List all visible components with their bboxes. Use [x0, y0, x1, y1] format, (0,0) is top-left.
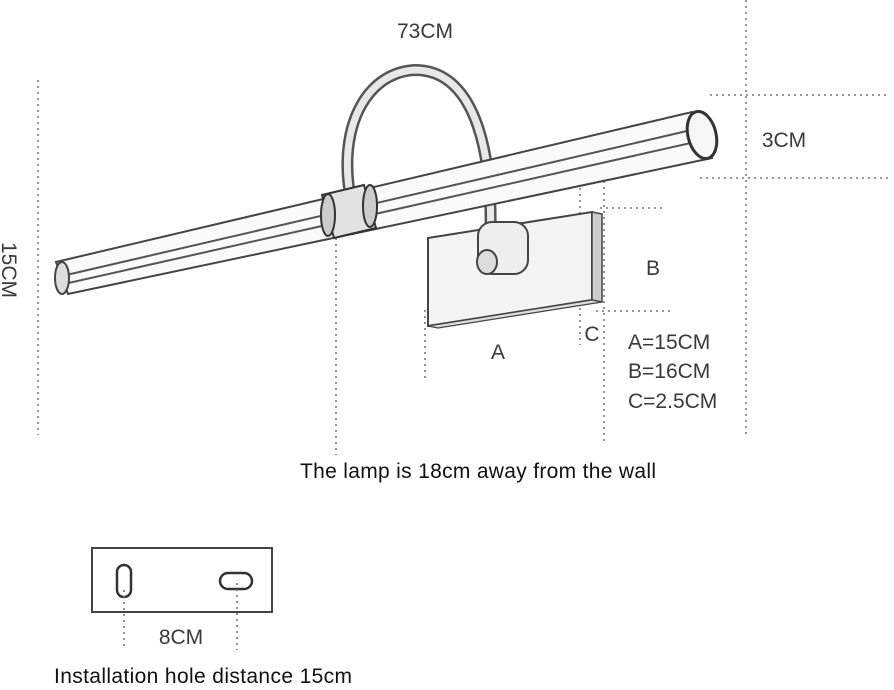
- height-label: 15CM: [0, 242, 20, 298]
- vertical-hole-icon: [115, 563, 133, 599]
- spec-a: A=15CM: [628, 331, 710, 354]
- spec-b: B=16CM: [628, 360, 710, 383]
- hole-spacing-label: 8CM: [159, 626, 203, 649]
- length-label: 73CM: [397, 20, 453, 43]
- spec-c: C=2.5CM: [628, 390, 717, 413]
- tube-diameter-label: 3CM: [762, 129, 806, 152]
- installation-caption: Installation hole distance 15cm: [54, 665, 352, 688]
- label-b: B: [646, 257, 660, 280]
- lamp-tube: [54, 109, 719, 296]
- label-c: C: [584, 323, 599, 346]
- horizontal-hole-icon: [218, 571, 254, 591]
- mounting-plate: [91, 547, 273, 650]
- label-a: A: [491, 341, 505, 364]
- dimension-guides: [37, 0, 890, 455]
- wall-distance-caption: The lamp is 18cm away from the wall: [300, 460, 656, 483]
